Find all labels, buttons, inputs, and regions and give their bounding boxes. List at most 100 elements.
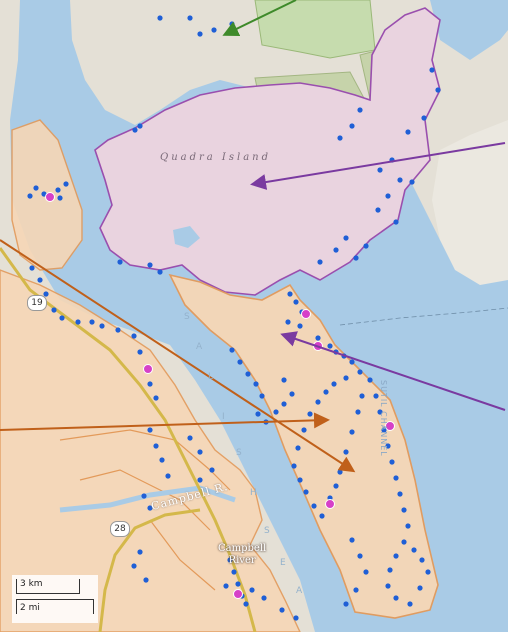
map-point-highlight-marker[interactable] — [143, 364, 153, 374]
map-point-marker[interactable] — [409, 179, 415, 185]
quadra-island-region[interactable] — [94, 7, 441, 296]
map-point-marker[interactable] — [99, 323, 105, 329]
map-point-marker[interactable] — [353, 587, 359, 593]
map-point-marker[interactable] — [51, 307, 57, 313]
map-point-marker[interactable] — [397, 491, 403, 497]
map-point-marker[interactable] — [393, 219, 399, 225]
map-point-marker[interactable] — [385, 193, 391, 199]
map-point-marker[interactable] — [137, 349, 143, 355]
map-point-marker[interactable] — [349, 537, 355, 543]
map-point-marker[interactable] — [287, 291, 293, 297]
map-point-marker[interactable] — [331, 381, 337, 387]
map-point-marker[interactable] — [197, 449, 203, 455]
map-point-marker[interactable] — [311, 503, 317, 509]
map-point-marker[interactable] — [147, 381, 153, 387]
map-point-marker[interactable] — [253, 381, 259, 387]
map-point-marker[interactable] — [397, 177, 403, 183]
map-point-marker[interactable] — [349, 429, 355, 435]
map-point-marker[interactable] — [137, 123, 143, 129]
map-point-marker[interactable] — [333, 483, 339, 489]
map-point-marker[interactable] — [297, 323, 303, 329]
campbell-river-region[interactable] — [168, 273, 439, 619]
map-point-marker[interactable] — [293, 299, 299, 305]
map-point-marker[interactable] — [323, 389, 329, 395]
map-point-marker[interactable] — [401, 507, 407, 513]
map-point-marker[interactable] — [227, 557, 233, 563]
map-point-marker[interactable] — [377, 409, 383, 415]
map-point-marker[interactable] — [131, 333, 137, 339]
map-point-marker[interactable] — [273, 409, 279, 415]
map-point-marker[interactable] — [353, 255, 359, 261]
map-point-marker[interactable] — [141, 493, 147, 499]
map-point-marker[interactable] — [421, 115, 427, 121]
map-point-marker[interactable] — [259, 393, 265, 399]
map-point-marker[interactable] — [357, 553, 363, 559]
map-point-marker[interactable] — [377, 167, 383, 173]
map-point-marker[interactable] — [229, 21, 235, 27]
map-point-marker[interactable] — [401, 539, 407, 545]
map-point-marker[interactable] — [343, 601, 349, 607]
map-point-marker[interactable] — [157, 15, 163, 21]
map-point-marker[interactable] — [363, 569, 369, 575]
map-point-marker[interactable] — [333, 247, 339, 253]
map-point-marker[interactable] — [407, 601, 413, 607]
map-point-marker[interactable] — [435, 87, 441, 93]
map-point-marker[interactable] — [261, 595, 267, 601]
map-point-marker[interactable] — [63, 181, 69, 187]
map-point-highlight-marker[interactable] — [45, 192, 55, 202]
map-point-marker[interactable] — [355, 409, 361, 415]
map-point-marker[interactable] — [229, 347, 235, 353]
map-point-marker[interactable] — [419, 557, 425, 563]
map-point-marker[interactable] — [301, 427, 307, 433]
map-point-marker[interactable] — [132, 127, 138, 133]
map-point-marker[interactable] — [57, 195, 63, 201]
map-point-marker[interactable] — [393, 595, 399, 601]
map-point-marker[interactable] — [55, 187, 61, 193]
map-point-marker[interactable] — [147, 427, 153, 433]
map-point-marker[interactable] — [307, 411, 313, 417]
map-point-marker[interactable] — [385, 583, 391, 589]
map-point-marker[interactable] — [303, 489, 309, 495]
map-point-marker[interactable] — [115, 327, 121, 333]
map-point-marker[interactable] — [143, 577, 149, 583]
map-point-marker[interactable] — [285, 319, 291, 325]
map-point-marker[interactable] — [281, 401, 287, 407]
map-point-marker[interactable] — [131, 563, 137, 569]
map-point-marker[interactable] — [279, 607, 285, 613]
map-point-marker[interactable] — [209, 467, 215, 473]
map-point-marker[interactable] — [89, 319, 95, 325]
map-point-marker[interactable] — [393, 475, 399, 481]
map-point-marker[interactable] — [197, 31, 203, 37]
map-point-marker[interactable] — [405, 523, 411, 529]
map-point-marker[interactable] — [197, 477, 203, 483]
map-point-highlight-marker[interactable] — [325, 499, 335, 509]
map-point-highlight-marker[interactable] — [301, 309, 311, 319]
map-point-marker[interactable] — [317, 259, 323, 265]
map-point-marker[interactable] — [147, 262, 153, 268]
map-point-marker[interactable] — [295, 445, 301, 451]
map-point-marker[interactable] — [393, 553, 399, 559]
map-point-marker[interactable] — [165, 473, 171, 479]
map-point-highlight-marker[interactable] — [385, 421, 395, 431]
map-point-marker[interactable] — [159, 457, 165, 463]
map-point-marker[interactable] — [59, 315, 65, 321]
map-point-marker[interactable] — [157, 269, 163, 275]
map-point-marker[interactable] — [381, 427, 387, 433]
map-point-marker[interactable] — [375, 207, 381, 213]
map-point-marker[interactable] — [255, 411, 261, 417]
map-point-marker[interactable] — [315, 399, 321, 405]
map-point-marker[interactable] — [343, 235, 349, 241]
map-point-marker[interactable] — [237, 359, 243, 365]
map-point-marker[interactable] — [29, 265, 35, 271]
map-point-marker[interactable] — [405, 129, 411, 135]
map-point-marker[interactable] — [187, 435, 193, 441]
map-point-marker[interactable] — [389, 459, 395, 465]
map-point-marker[interactable] — [223, 583, 229, 589]
map-point-marker[interactable] — [147, 505, 153, 511]
map-point-marker[interactable] — [343, 449, 349, 455]
map-point-marker[interactable] — [411, 547, 417, 553]
map-point-marker[interactable] — [27, 193, 33, 199]
map-point-marker[interactable] — [429, 67, 435, 73]
map-point-marker[interactable] — [425, 569, 431, 575]
